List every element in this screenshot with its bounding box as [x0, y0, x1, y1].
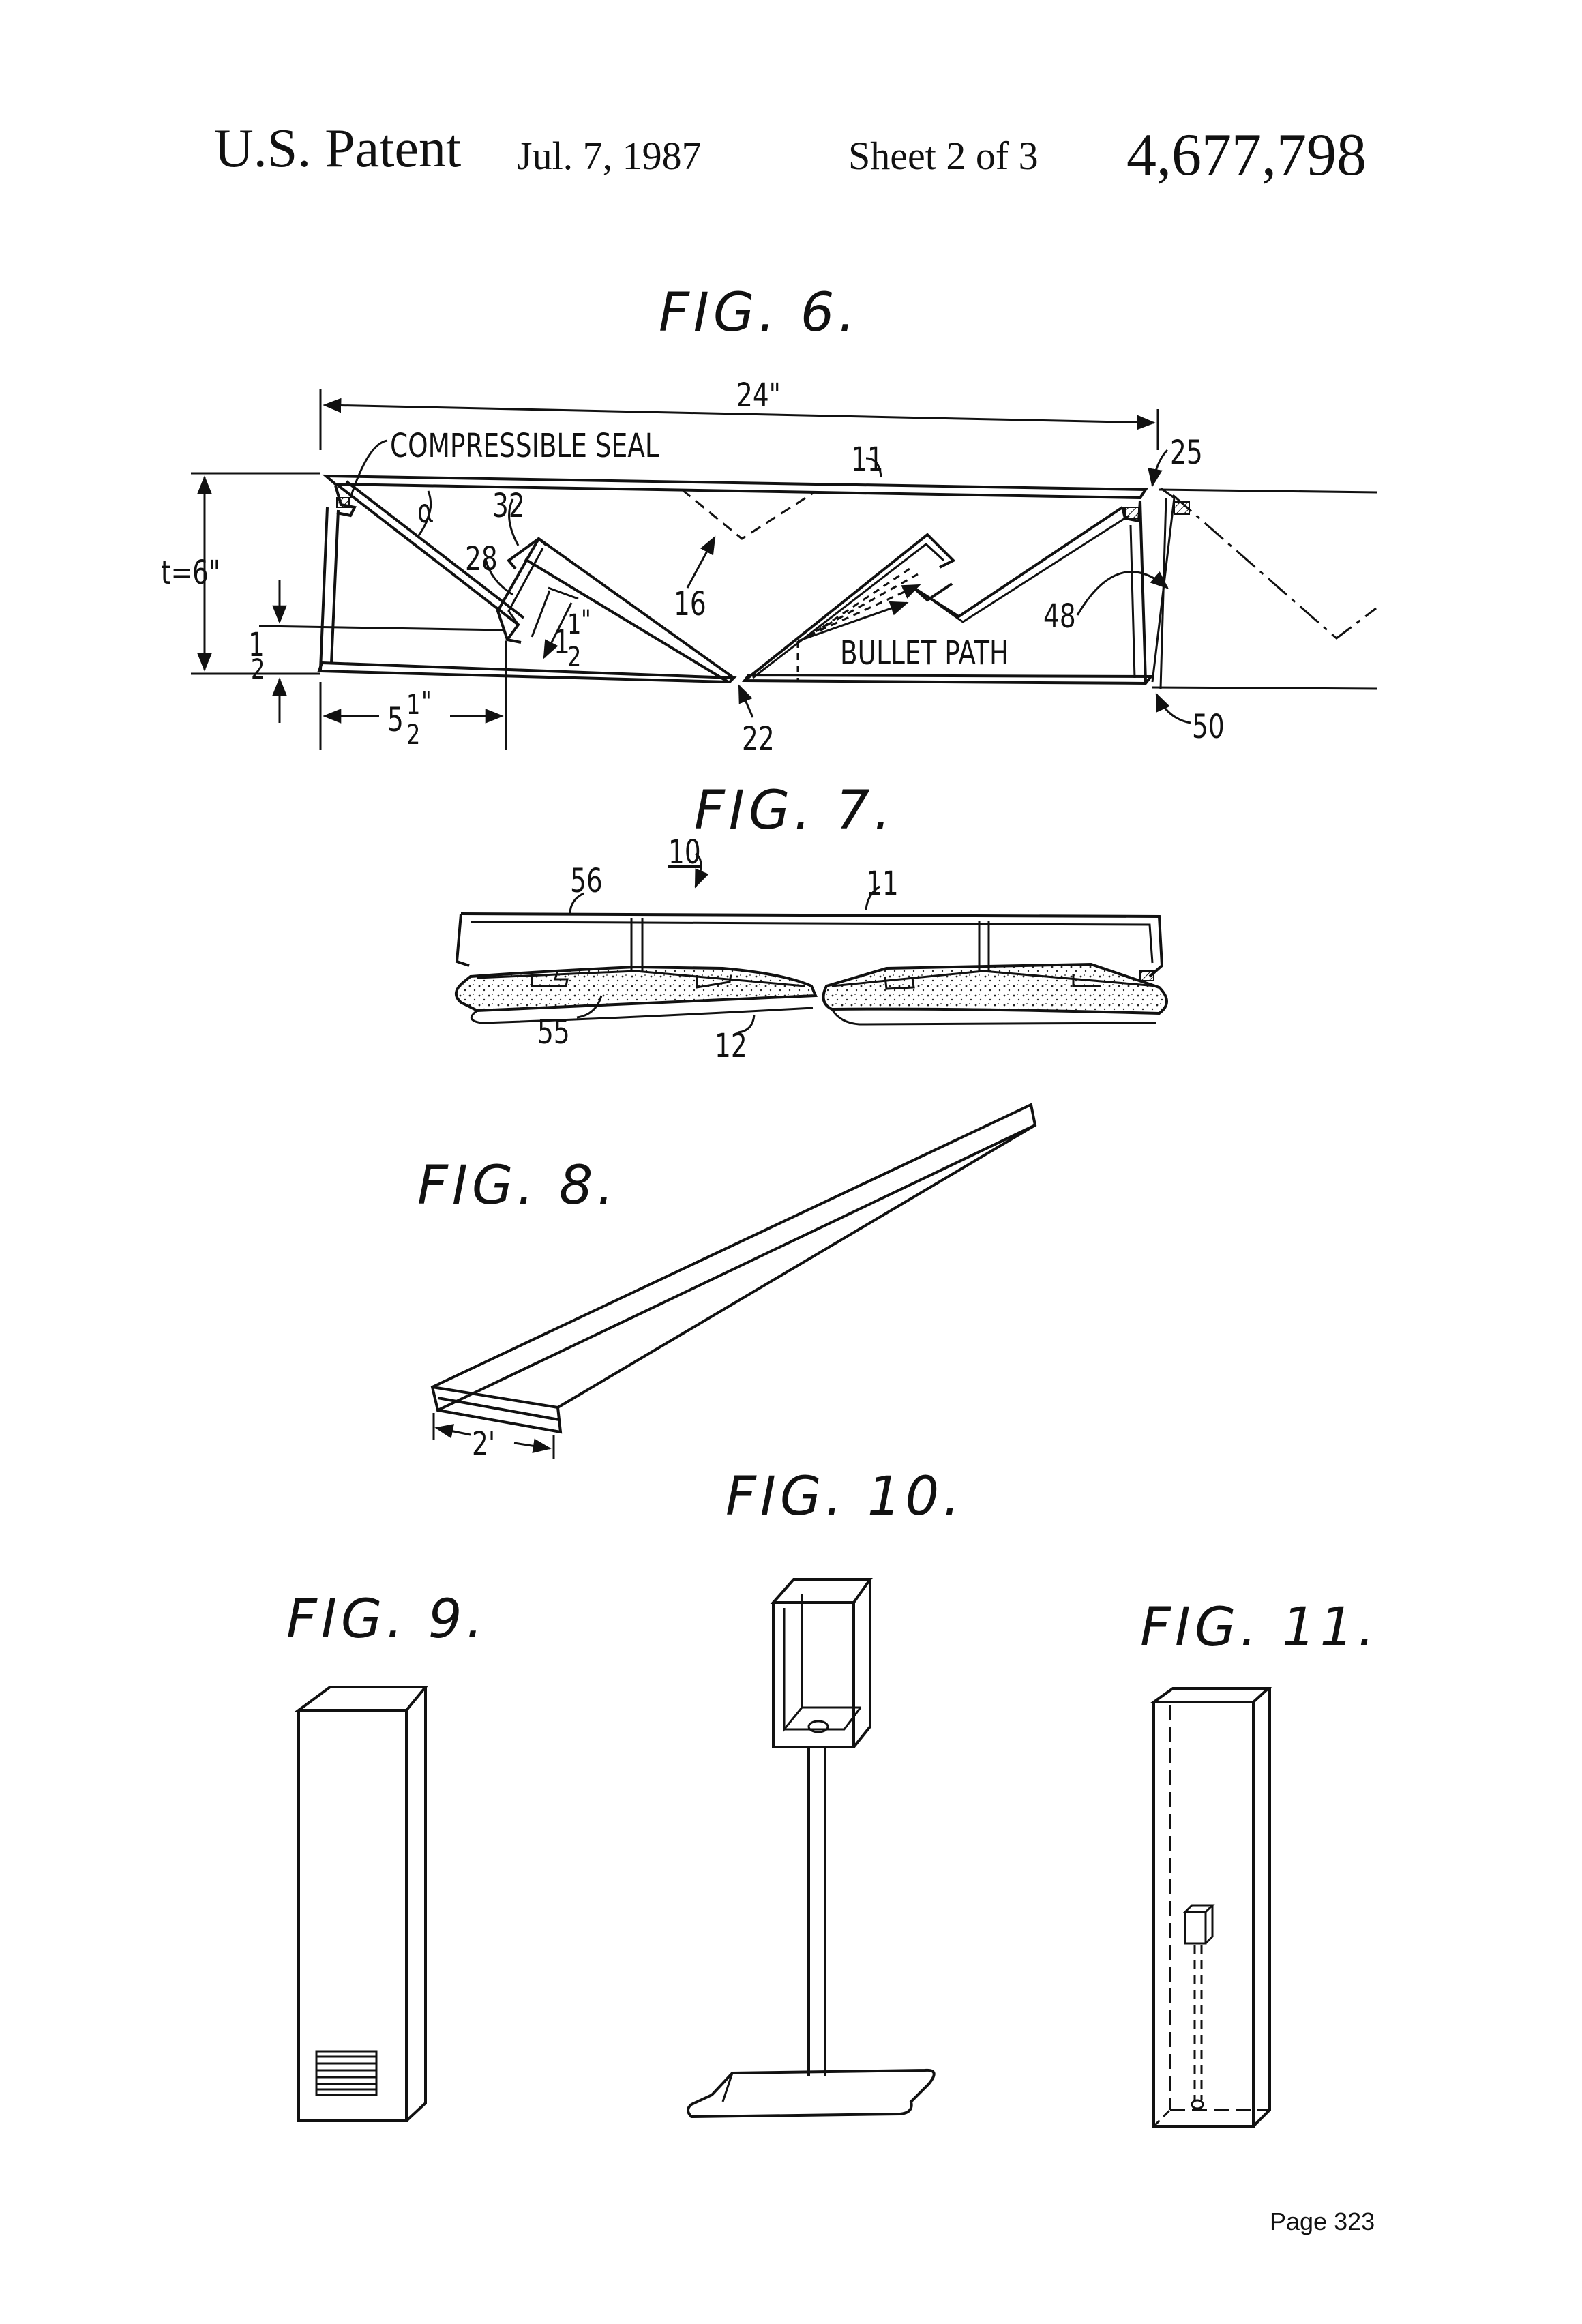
fig6-drawing — [191, 389, 1377, 750]
fig8-drawing — [432, 1105, 1035, 1459]
fig9-drawing — [299, 1687, 426, 2121]
fig10-drawing — [688, 1579, 934, 2117]
fig11-drawing — [1154, 1688, 1270, 2126]
fig7-drawing — [456, 854, 1167, 1032]
